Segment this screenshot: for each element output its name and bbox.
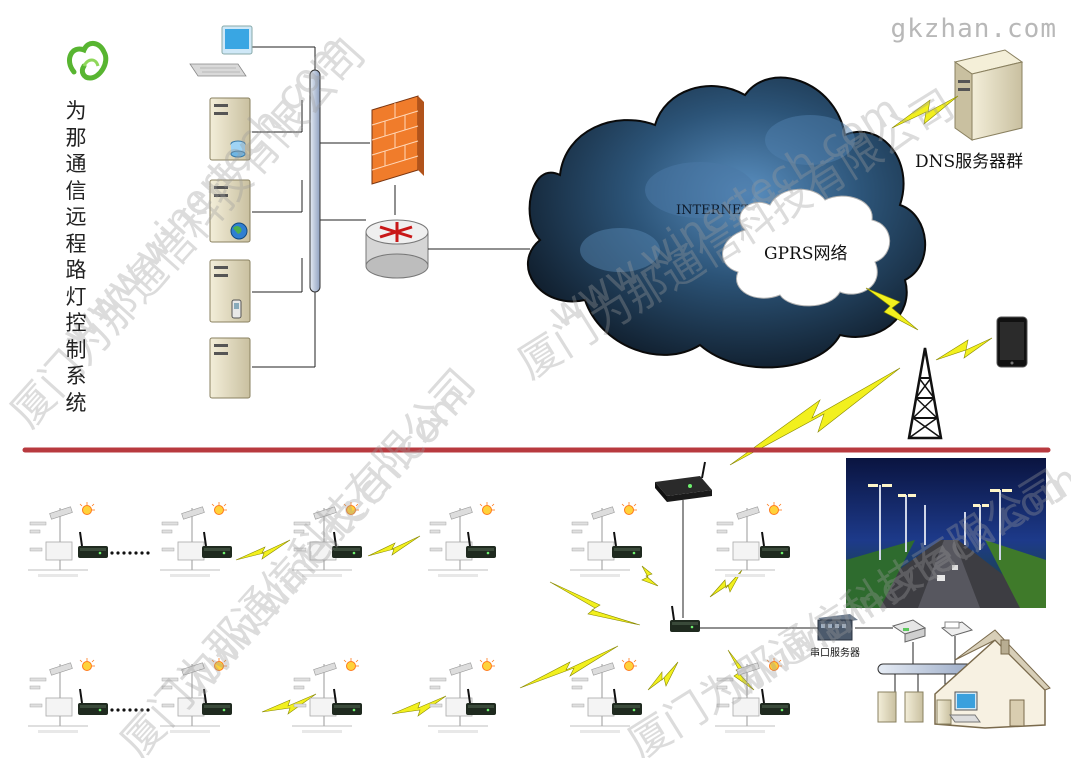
modem-icon <box>77 531 109 559</box>
app-server-icon <box>209 337 251 399</box>
smartphone-icon <box>996 316 1028 368</box>
lamp-unit <box>159 501 228 578</box>
vertical-title: 为那通信远程路灯控制系统 <box>62 98 90 416</box>
gprs-gateway-icon <box>655 461 712 502</box>
modem-icon <box>465 688 497 716</box>
serial-server-label: 串口服务器 <box>810 646 860 659</box>
watermark: 厦门为那通信科技有限公司 www.winertech.com 厦门为那通信科技有… <box>1 26 1071 758</box>
modem-icon <box>201 531 233 559</box>
svg-text:www.winertech.com: www.winertech.com <box>173 376 477 706</box>
modem-icon <box>77 688 109 716</box>
modem-icon <box>759 531 791 559</box>
vertical-title-char: 统 <box>65 390 87 415</box>
database-server-icon <box>209 97 251 161</box>
router-icon <box>365 219 429 279</box>
lamp-unit <box>27 657 96 734</box>
web-server-icon <box>209 179 251 243</box>
workstation-icon <box>189 25 253 77</box>
modem-icon <box>331 688 363 716</box>
vertical-title-char: 信 <box>65 178 87 203</box>
vertical-title-char: 远 <box>65 205 87 229</box>
street-lamp-photo <box>846 458 1046 608</box>
dns-server-icon <box>953 49 1024 141</box>
vertical-title-char: 程 <box>65 231 87 256</box>
ellipsis-dots <box>110 551 150 712</box>
printer-icon <box>891 619 927 643</box>
company-logo <box>67 41 109 81</box>
vertical-title-char: 制 <box>65 337 87 362</box>
wireless-link-icon <box>235 95 993 717</box>
dns-label: DNS服务器群 <box>915 152 1023 172</box>
office-building-icon <box>934 629 1051 729</box>
serial-server-icon <box>817 614 858 641</box>
vertical-title-char: 路 <box>65 258 87 282</box>
gprs-label: GPRS网络 <box>764 244 847 264</box>
vertical-title-char: 通 <box>65 152 87 176</box>
modem-icon <box>611 688 643 716</box>
concentrator-modem-icon <box>669 605 701 633</box>
lamp-unit <box>427 657 496 734</box>
vertical-title-char: 控 <box>65 311 87 335</box>
vertical-title-char: 那 <box>65 125 87 150</box>
office-pc-icon <box>936 691 981 725</box>
office-server-icon <box>877 691 924 723</box>
internet-label: INTERNET <box>676 203 750 218</box>
modem-icon <box>465 531 497 559</box>
modem-icon <box>611 531 643 559</box>
vertical-title-char: 为 <box>65 99 87 123</box>
fax-icon <box>940 621 974 637</box>
lan-bus <box>309 69 321 293</box>
lamp-unit <box>27 501 96 578</box>
site-watermark: gkzhan.com <box>890 14 1057 44</box>
lamp-unit <box>427 501 496 578</box>
vertical-title-char: 灯 <box>65 284 87 309</box>
gprs-cloud <box>722 188 891 307</box>
sms-server-icon <box>209 259 251 323</box>
lamp-unit <box>714 501 783 578</box>
lamp-unit <box>291 657 360 734</box>
cell-tower-icon <box>907 346 943 440</box>
firewall-icon <box>371 95 424 185</box>
vertical-title-char: 系 <box>65 364 87 388</box>
lamp-unit <box>569 501 638 578</box>
